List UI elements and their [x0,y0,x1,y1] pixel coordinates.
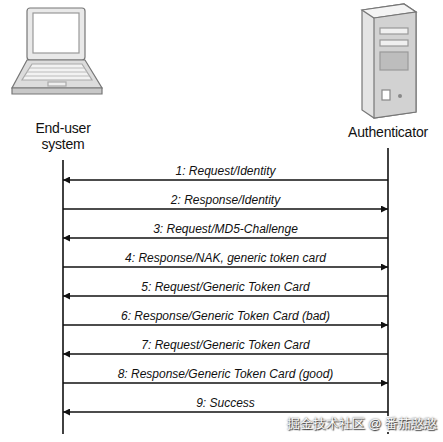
message-arrow [63,382,388,383]
message-label: 9: Success [194,396,257,410]
watermark: 掘金技术社区 @ 番茄憨憨 [285,416,439,432]
message-label: 8: Response/Generic Token Card (good) [116,367,336,381]
message-label: 4: Response/NAK, generic token card [123,251,328,265]
message-label: 6: Response/Generic Token Card (bad) [119,309,332,323]
lifeline [62,160,64,434]
message-arrow [63,237,388,238]
lifeline-head: End-user system [23,120,103,152]
message-arrow [63,411,388,412]
lifeline-head: Authenticator [348,124,428,140]
message-label: 3: Request/MD5-Challenge [151,222,300,236]
message-arrow [63,208,388,209]
message-label: 7: Request/Generic Token Card [139,338,311,352]
server-icon [362,4,416,118]
laptop-icon [12,8,102,94]
message-arrow [63,266,388,267]
message-label: 1: Request/Identity [173,164,277,178]
message-label: 5: Request/Generic Token Card [139,280,311,294]
message-label: 2: Response/Identity [169,193,282,207]
node-label: Authenticator [348,124,428,140]
lifeline [387,148,389,434]
message-arrow [63,324,388,325]
node-label: End-user system [23,120,103,152]
message-arrow [63,353,388,354]
message-arrow [63,295,388,296]
message-arrow [63,179,388,180]
